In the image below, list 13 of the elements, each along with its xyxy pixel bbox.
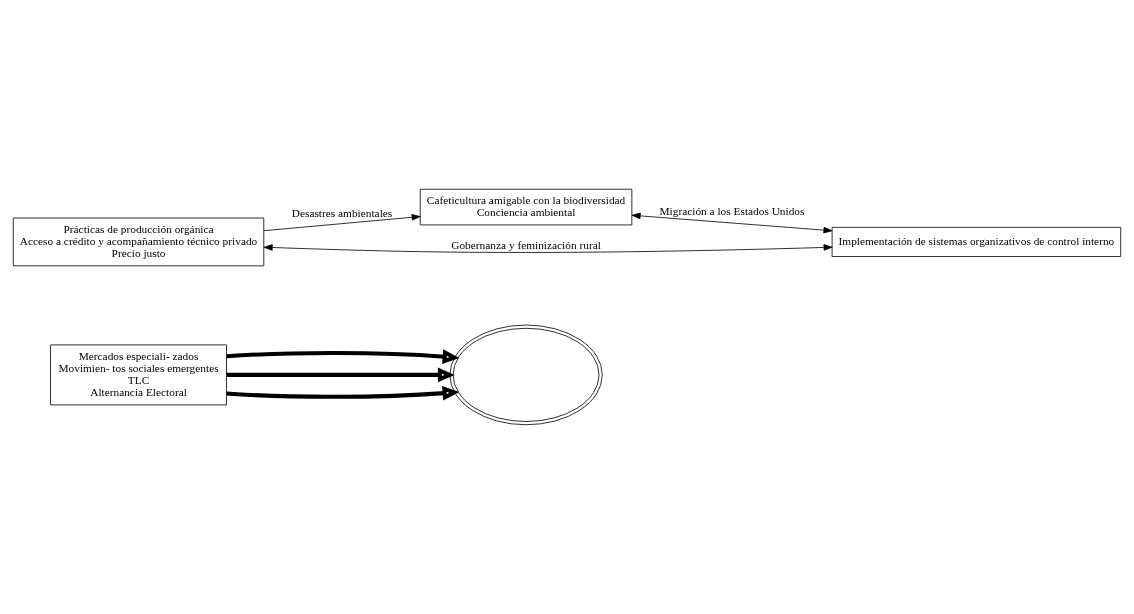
arrow xyxy=(263,244,833,253)
arrow xyxy=(226,349,460,364)
edge-label: Desastres ambientales xyxy=(291,206,393,219)
arrow xyxy=(263,214,421,232)
arrow xyxy=(226,385,460,401)
edge-label: Gobernanza y feminización rural xyxy=(451,238,601,251)
edge-label: Migración a los Estados Unidos xyxy=(659,205,805,218)
node-box: Mercados especiali- zados Movimien- tos sociales emergentes TLC Alternancia Electoral xyxy=(50,344,227,406)
arrow xyxy=(631,212,833,234)
node-box: Cafeticultura amigable con la biodiversidad Conciencia ambiental xyxy=(419,188,633,226)
arrow xyxy=(226,367,455,383)
node-box: Prácticas de producción orgánica Acceso a crédito y acompañamiento técnico privado Precio justo xyxy=(12,217,265,267)
node-box: Implementación de sistemas organizativos de control interno xyxy=(831,226,1122,257)
